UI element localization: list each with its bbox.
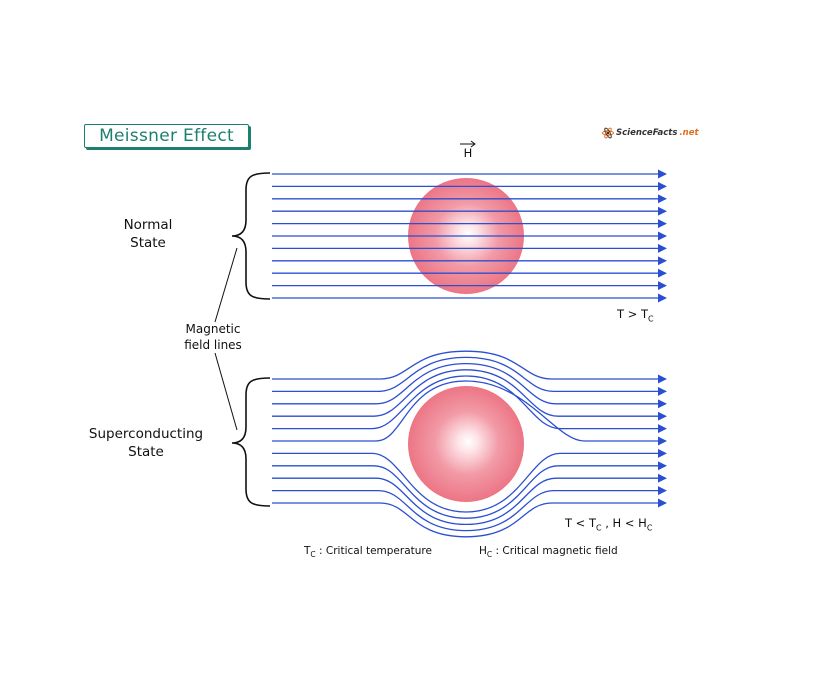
field-line bbox=[272, 375, 667, 434]
field-line bbox=[272, 448, 667, 513]
superconducting-state-label-line2: State bbox=[128, 443, 164, 460]
atom-icon bbox=[602, 127, 614, 139]
superconducting-state-label: Superconducting State bbox=[76, 426, 216, 461]
field-line bbox=[272, 356, 667, 396]
field-line bbox=[272, 473, 667, 526]
normal-state-label-line1: Normal bbox=[123, 217, 173, 233]
legend-hc-sub: C bbox=[486, 550, 493, 560]
legend-tc-text: : Critical temperature bbox=[315, 545, 432, 557]
normal-field-lines bbox=[272, 169, 667, 303]
normal-state-label-line2: State bbox=[130, 234, 166, 251]
label-pointer-super bbox=[214, 352, 238, 431]
diagram-title-text: Meissner Effect bbox=[99, 126, 234, 146]
field-line bbox=[272, 461, 667, 519]
field-vector-label: H bbox=[458, 140, 478, 160]
field-line bbox=[272, 486, 667, 532]
field-lines-label-line1: Magnetic bbox=[185, 322, 241, 336]
logo-suffix: .net bbox=[679, 128, 699, 138]
logo-text: ScienceFacts bbox=[616, 128, 678, 138]
superconducting-state-bracket bbox=[231, 377, 271, 507]
super-condition-part1: T < T bbox=[565, 516, 596, 530]
field-symbol: H bbox=[463, 146, 473, 160]
field-line bbox=[272, 362, 667, 409]
normal-condition-sub: C bbox=[648, 314, 654, 324]
legend-hc-text: : Critical magnetic field bbox=[492, 545, 618, 557]
label-pointer-normal bbox=[214, 247, 238, 323]
field-lines-label-line2: field lines bbox=[184, 337, 242, 352]
normal-state-bracket bbox=[231, 172, 271, 300]
diagram-title: Meissner Effect bbox=[84, 124, 249, 148]
normal-state-label: Normal State bbox=[108, 217, 188, 252]
field-line bbox=[272, 498, 667, 538]
legend-critical-temperature: TC : Critical temperature bbox=[304, 545, 432, 559]
normal-condition-text: T > T bbox=[617, 307, 648, 321]
superconducting-field-lines bbox=[272, 350, 667, 538]
normal-state-condition: T > TC bbox=[617, 307, 654, 323]
legend-tc-sub: C bbox=[310, 550, 316, 560]
field-line bbox=[272, 380, 667, 446]
field-lines-label: Magnetic field lines bbox=[168, 322, 258, 353]
field-line bbox=[272, 369, 667, 421]
superconducting-sphere bbox=[408, 386, 524, 502]
field-line bbox=[272, 350, 667, 384]
legend-tc-symbol: T bbox=[304, 545, 311, 557]
sciencefacts-logo: ScienceFacts.net bbox=[602, 127, 699, 139]
superconducting-state-label-line1: Superconducting bbox=[88, 426, 204, 442]
super-condition-sub2: C bbox=[646, 523, 653, 533]
super-condition-sub1: C bbox=[596, 523, 602, 533]
legend-hc-symbol: H bbox=[479, 545, 487, 557]
legend-critical-field: HC : Critical magnetic field bbox=[479, 545, 618, 559]
vector-arrow-icon bbox=[460, 140, 476, 148]
superconducting-state-condition: T < TC , H < HC bbox=[565, 516, 652, 532]
super-condition-part2: , H < H bbox=[601, 516, 647, 530]
